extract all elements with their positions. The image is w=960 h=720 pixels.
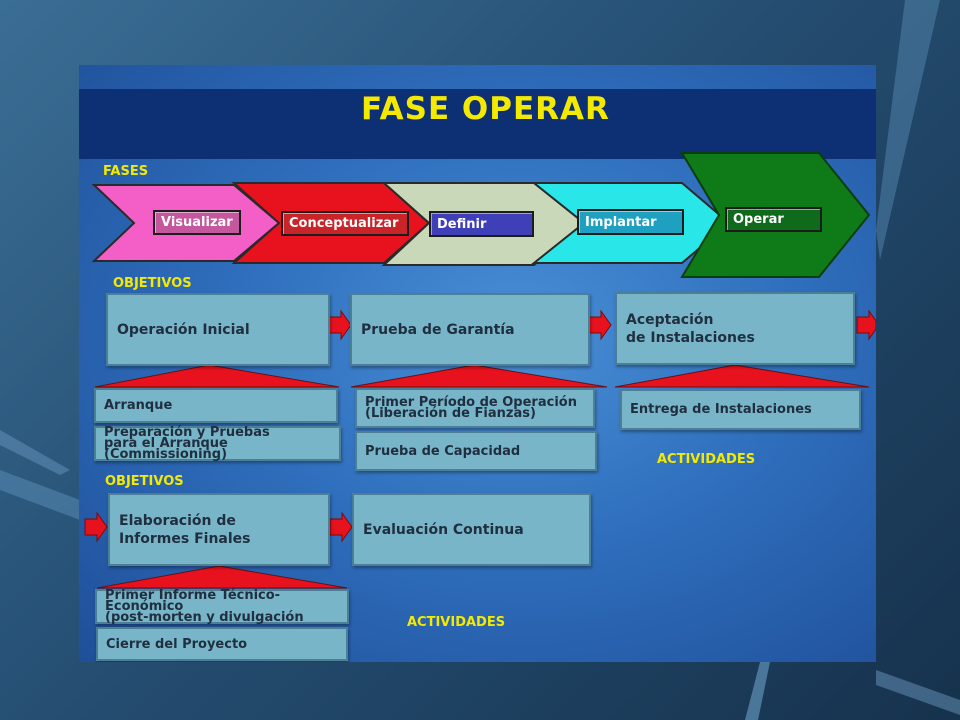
arrow-right-icon — [328, 309, 352, 341]
activity-cierre-proyecto: Cierre del Proyecto — [96, 627, 348, 661]
objective-operacion-inicial: Operación Inicial — [106, 293, 330, 366]
activity-arranque: Arranque — [94, 388, 338, 423]
slide: FASE OPERAR FASES Visualizar Conceptuali… — [79, 65, 876, 662]
connector-shapes — [84, 309, 876, 589]
objective-elaboracion-informes: Elaboración de Informes Finales — [108, 493, 330, 566]
activity-text: Arranque — [104, 398, 173, 413]
objective-text: Evaluación Continua — [363, 521, 524, 538]
title-bar — [79, 89, 876, 159]
objective-text: Elaboración de Informes Finales — [119, 512, 251, 547]
actividades-label-2: ACTIVIDADES — [407, 615, 506, 630]
activity-primer-informe: Primer Informe Técnico-Económico (post-m… — [95, 589, 349, 624]
activity-text: Prueba de Capacidad — [365, 443, 521, 459]
arrow-right-icon — [329, 511, 353, 543]
objective-text: Operación Inicial — [117, 321, 250, 338]
arrow-right-icon — [588, 309, 612, 341]
phase-conceptualizar: Conceptualizar — [281, 211, 409, 236]
phase-definir: Definir — [429, 211, 534, 237]
objective-aceptacion: Aceptación de Instalaciones — [615, 292, 855, 365]
actividades-label-1: ACTIVIDADES — [657, 452, 756, 467]
triangle-connector — [94, 364, 340, 388]
objective-text: Aceptación de Instalaciones — [626, 311, 755, 346]
objetivos-label-2: OBJETIVOS — [105, 474, 184, 489]
page-title: FASE OPERAR — [361, 91, 610, 127]
activity-entrega: Entrega de Instalaciones — [620, 389, 861, 430]
triangle-connector — [614, 364, 870, 388]
activity-text: Primer Informe Técnico-Económico (post-m… — [105, 588, 304, 625]
phase-visualizar: Visualizar — [153, 210, 241, 235]
activity-text: Cierre del Proyecto — [106, 636, 248, 652]
activity-text: Preparación y Pruebas para el Arranque (… — [104, 425, 270, 462]
triangle-connector — [96, 565, 348, 589]
objetivos-label-1: OBJETIVOS — [113, 276, 192, 291]
objective-prueba-garantia: Prueba de Garantía — [350, 293, 590, 366]
triangle-connector — [350, 364, 608, 388]
activity-preparacion: Preparación y Pruebas para el Arranque (… — [94, 426, 341, 461]
fases-label: FASES — [103, 164, 149, 179]
phase-implantar: Implantar — [577, 209, 684, 235]
activity-text: Entrega de Instalaciones — [630, 402, 812, 417]
objective-text: Prueba de Garantía — [361, 321, 515, 338]
phase-operar: Operar — [725, 207, 822, 232]
arrow-right-icon — [856, 309, 876, 341]
activity-prueba-capacidad: Prueba de Capacidad — [355, 431, 597, 471]
objective-evaluacion-continua: Evaluación Continua — [352, 493, 591, 566]
activity-primer-periodo: Primer Período de Operación (Liberación … — [355, 388, 595, 428]
activity-text: Primer Período de Operación (Liberación … — [365, 395, 577, 421]
arrow-right-icon — [84, 511, 108, 543]
